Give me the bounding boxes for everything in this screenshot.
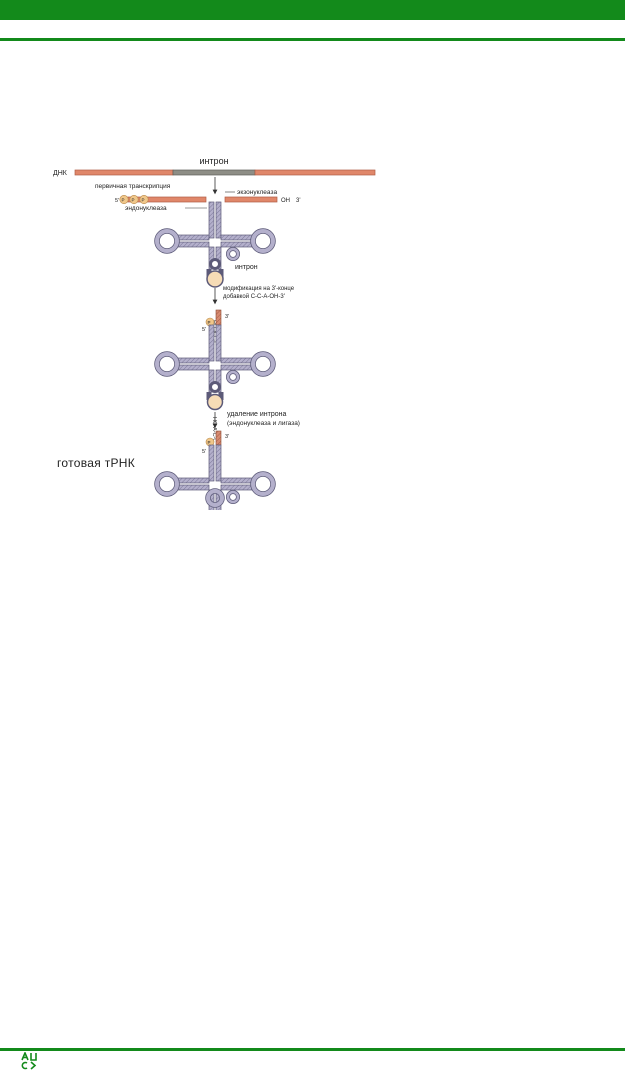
primary-transcript	[119, 194, 278, 288]
phosphate-1c: P	[141, 198, 144, 203]
phosphate-3: P	[207, 440, 210, 445]
phosphate-1a: P	[121, 198, 124, 203]
mature-trna	[157, 430, 273, 510]
exonuclease-label: экзонуклеаза	[237, 189, 277, 196]
three-prime-1: 3'	[296, 198, 300, 204]
three-prime-2: 3'	[225, 314, 229, 320]
modification-line2: добавкой С-С-А-ОН-3'	[223, 293, 285, 300]
oh-label: OH	[281, 198, 290, 204]
dna-label: ДНК	[53, 170, 68, 177]
mature-trna-label: готовая тРНК	[57, 456, 136, 470]
five-prime-2: 5'	[202, 327, 206, 333]
footer-divider	[0, 1048, 625, 1051]
removal-line1: удаление интрона	[227, 411, 286, 418]
five-prime-3: 5'	[202, 449, 206, 455]
dna-exon-right	[254, 169, 376, 176]
three-prime-3: 3'	[225, 434, 229, 440]
endonuclease-label: эндонуклеаза	[125, 205, 167, 212]
dna-intron-label: интрон	[199, 156, 228, 166]
modified-transcript	[157, 309, 273, 411]
cca-label-2: HO-A-C-C	[211, 417, 217, 442]
intron-loop-label: интрон	[235, 264, 258, 271]
dna-exon-left	[74, 169, 174, 176]
dna-intron-segment	[172, 169, 256, 176]
header-divider	[0, 38, 625, 41]
five-prime-1: 5'	[115, 198, 119, 204]
logo-icon	[20, 1052, 38, 1070]
removal-line2: (эндонуклеаза и лигаза)	[227, 420, 300, 427]
primary-transcription-label: первичная транскрипция	[95, 183, 171, 190]
header-bar	[0, 0, 625, 20]
modification-line1: модификация на 3'-конце	[223, 286, 295, 292]
trna-processing-diagram: ДНК интрон первичная транскрипция 5' P P…	[45, 150, 385, 510]
phosphate-2: P	[207, 320, 210, 325]
phosphate-1b: P	[131, 198, 134, 203]
